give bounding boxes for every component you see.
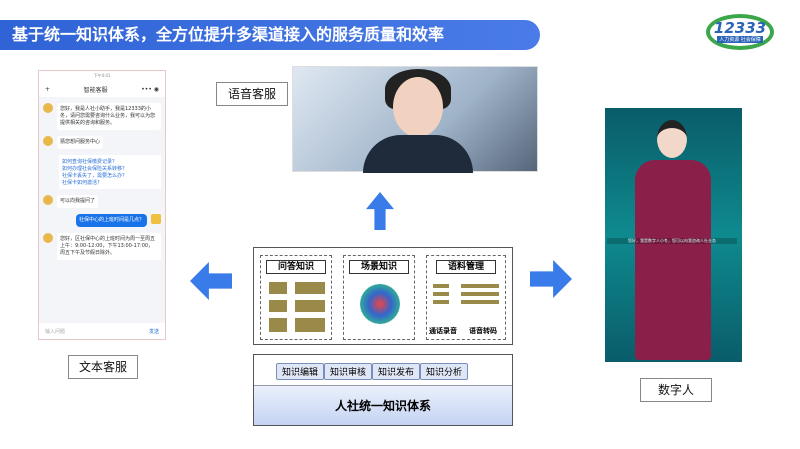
suggestion-link[interactable]: 如何查询社保缴费记录？: [62, 159, 118, 165]
slide-title: 基于统一知识体系，全方位提升多渠道接入的服务质量和效率: [0, 20, 540, 50]
voice-service-label: 语音客服: [216, 82, 288, 106]
digital-human-image: 您好，我是数字人小冬，您可以向我咨询人社业务: [605, 108, 742, 362]
knowledge-box: 问答知识 场景知识 语料管理 通话录音 语音转码: [253, 247, 513, 345]
bot-avatar: [43, 136, 53, 146]
scene-knowledge: 场景知识: [343, 255, 415, 340]
suggestion-links: 如何查询社保缴费记录？ 如何办理社会保险关系转移？ 社保卡丢失了，需要怎么办？ …: [59, 155, 161, 189]
arrow-right-icon: [530, 260, 572, 298]
send-button[interactable]: 发送: [148, 328, 159, 335]
more-icon[interactable]: ••• ◉: [141, 85, 159, 93]
suggestion-link[interactable]: 社保卡丢失了，需要怎么办？: [62, 173, 128, 179]
status-bar: 下午4:41: [39, 71, 165, 81]
chat-message: 您好，区社保中心的上班时间为周一至周五上午：9:00-12:00，下午13:00…: [43, 233, 161, 260]
text-service-label: 文本客服: [68, 355, 138, 379]
user-avatar: [151, 214, 161, 224]
chat-header: +智能客服••• ◉: [39, 81, 165, 97]
network-graphic: [360, 284, 400, 324]
arrow-up-icon: [366, 192, 394, 230]
arrow-left-icon: [190, 262, 232, 300]
suggestion-link[interactable]: 社保卡如何激活？: [62, 180, 103, 186]
add-icon[interactable]: +: [45, 85, 51, 93]
call-center-photo: [292, 66, 538, 173]
user-message: 社保中心的上班时间是几点？: [43, 214, 161, 227]
speech-transcode: 语音转码: [469, 327, 497, 335]
tab-knowledge-analysis: 知识分析: [420, 363, 469, 380]
chat-input[interactable]: 输入问题发送: [39, 323, 165, 339]
tab-knowledge-review: 知识审核: [324, 363, 373, 380]
digital-human-label: 数字人: [640, 378, 712, 402]
digital-caption: 您好，我是数字人小冬，您可以向我咨询人社业务: [607, 238, 737, 244]
knowledge-system: 知识编辑 知识审核 知识发布 知识分析 人社统一知识体系: [253, 354, 513, 426]
chat-message: 您好，我是人社小助手，我是12333的小冬，请问您需要咨询什么业务，我可以为您提…: [43, 103, 161, 130]
chat-message: 猜您想问服务中心: [43, 136, 161, 149]
bot-avatar: [43, 103, 53, 113]
qa-knowledge: 问答知识: [260, 255, 332, 340]
bot-avatar: [43, 233, 53, 243]
tab-knowledge-publish: 知识发布: [372, 363, 421, 380]
chat-message: 可以向我提问了: [43, 195, 161, 208]
text-service-phone: 下午4:41 +智能客服••• ◉ 您好，我是人社小助手，我是12333的小冬，…: [38, 70, 166, 340]
system-name: 人社统一知识体系: [254, 385, 512, 425]
tab-knowledge-edit: 知识编辑: [276, 363, 325, 380]
call-recording: 通话录音: [429, 327, 457, 335]
corpus-management: 语料管理 通话录音 语音转码: [426, 255, 506, 340]
bot-avatar: [43, 195, 53, 205]
suggestion-link[interactable]: 如何办理社会保险关系转移？: [62, 166, 128, 172]
